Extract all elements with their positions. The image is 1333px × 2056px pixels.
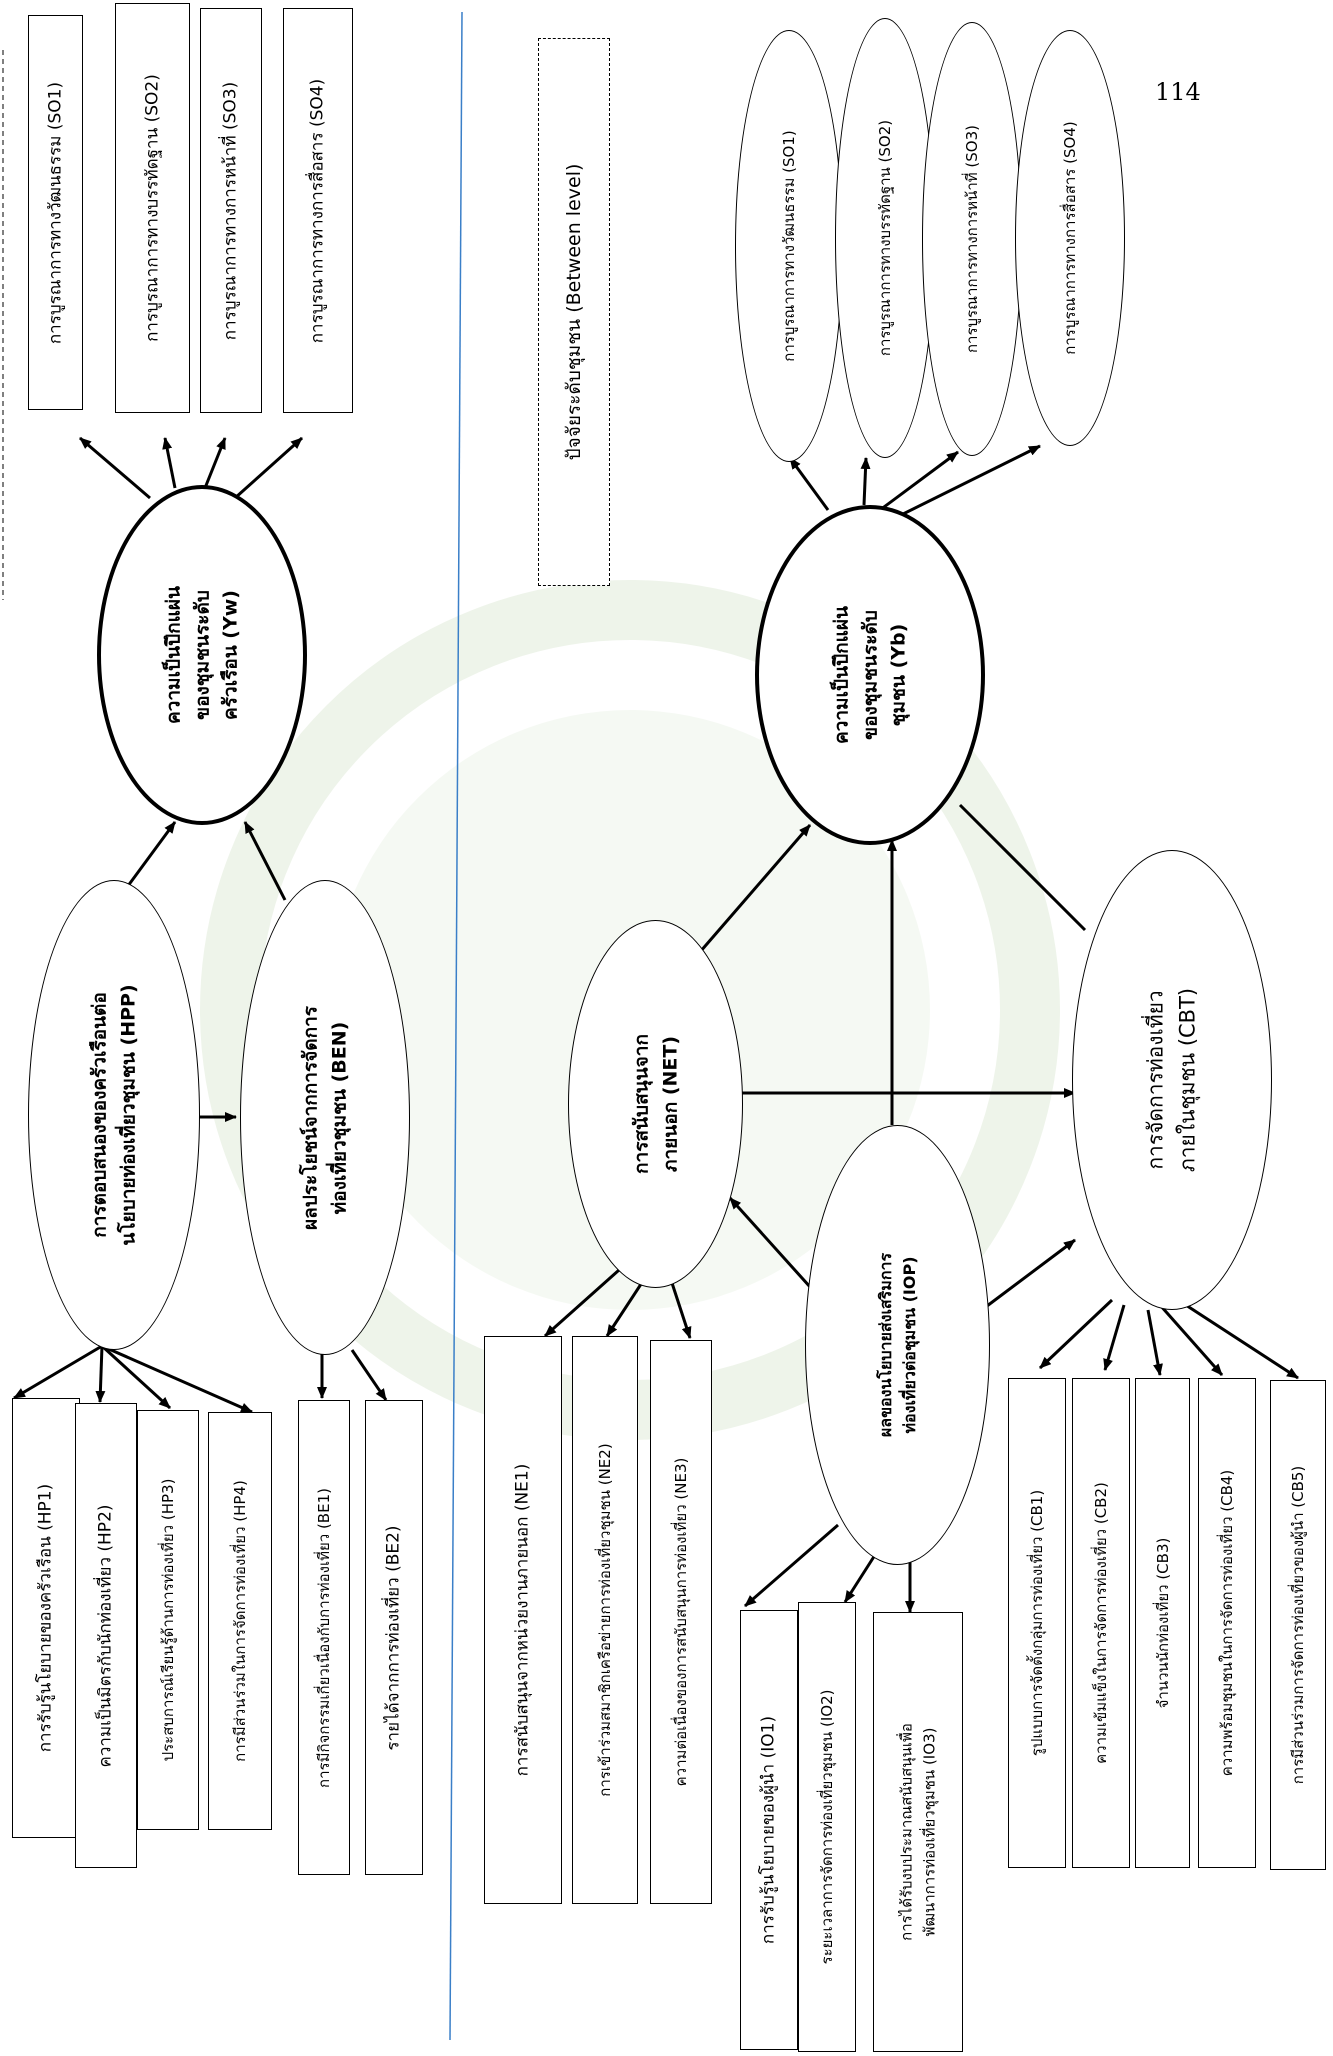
hh-so2-box: การบูรณาการทางบรรทัดฐาน (SO2) <box>115 3 190 413</box>
io3-box: การได้รับงบประมาณสนับสนุนเพื่อ พัฒนาการท… <box>873 1612 963 2052</box>
hp3-box: ประสบการณ์เรียนรู้ด้านการท่องเที่ยว (HP3… <box>137 1410 199 1830</box>
arrow-hpp-hp3 <box>100 1344 172 1410</box>
iop-ellipse: ผลของนโยบายส่งเสริมการ ท่องเที่ยวต่อชุมช… <box>805 1125 990 1565</box>
cm-so4-ellipse: การบูรณาการทางการสื่อสาร (SO4) <box>1015 30 1125 446</box>
ne3-box: ความต่อเนื่องของการสนับสนุนการท่องเที่ยว… <box>650 1340 712 1904</box>
cm-so3-label: การบูรณาการทางการหน้าที่ (SO3) <box>962 124 981 354</box>
ne2-box: การเข้าร่วมสมาชิกเครือข่ายการท่องเที่ยวช… <box>572 1336 638 1904</box>
arrow-cbt-cb1 <box>1038 1298 1114 1370</box>
arrow-cbt-cb2 <box>1103 1304 1126 1371</box>
be1-box: การมีกิจกรรมเกี่ยวเนื่องกับการท่องเที่ยว… <box>298 1400 350 1875</box>
arrow-yb-so1 <box>788 457 830 511</box>
arrow-iop-io1 <box>744 1523 839 1608</box>
iop-label: ผลของนโยบายส่งเสริมการ ท่องเที่ยวต่อชุมช… <box>875 1252 919 1438</box>
io3-label: การได้รับงบประมาณสนับสนุนเพื่อ พัฒนาการท… <box>897 1723 939 1941</box>
hp3-label: ประสบการณ์เรียนรู้ด้านการท่องเที่ยว (HP3… <box>158 1478 177 1762</box>
ne3-label: ความต่อเนื่องของการสนับสนุนการท่องเที่ยว… <box>671 1457 690 1787</box>
cm-so2-label: การบูรณาการทางบรรทัดฐาน (SO2) <box>875 119 894 357</box>
arrow-yb-so3 <box>879 450 959 512</box>
arrow-hpp-hp2 <box>95 1345 106 1403</box>
yb-ellipse: ความเป็นปึกแผ่น ของชุมชนระดับ ชุมชน (Yb) <box>755 505 985 845</box>
cb1-box: รูปแบบการจัดตั้งกลุ่มการท่องเที่ยว (CB1) <box>1008 1378 1066 1868</box>
cbt-ellipse: การจัดการท่องเที่ยว ภายในชุมชน (CBT) <box>1072 850 1272 1310</box>
between-level-title: ปัจจัยระดับชุมชน (Between level) <box>562 163 585 461</box>
arrow-cbt-cb5 <box>1174 1296 1299 1380</box>
cm-so4-label: การบูรณาการทางการสื่อสาร (SO4) <box>1060 121 1079 355</box>
yw-label: ความเป็นปึกแผ่น ของชุมชนระดับ ครัวเรือน … <box>162 585 242 725</box>
cb5-label: การมีส่วนร่วมการจัดการท่องเที่ยวของผู้นำ… <box>1288 1465 1307 1785</box>
arrow-yw-so1 <box>79 436 151 500</box>
cb2-box: ความเข้มแข็งในการจัดการท่องเที่ยว (CB2) <box>1072 1378 1130 1868</box>
io1-label: การรับรู้นโยบายของผู้นำ (IO1) <box>758 1715 779 1945</box>
arrow-yb-so4 <box>894 444 1041 520</box>
hp4-box: การมีส่วนร่วมในการจัดการท่องเที่ยว (HP4) <box>208 1412 272 1830</box>
hp4-label: การมีส่วนร่วมในการจัดการท่องเที่ยว (HP4) <box>230 1480 249 1762</box>
ne1-label: การสนับสนุนจากหน่วยงานภายนอก (NE1) <box>512 1463 533 1777</box>
hp2-box: ความเป็นมิตรกับนักท่องเที่ยว (HP2) <box>75 1403 137 1868</box>
hh-so2-label: การบูรณาการทางบรรทัดฐาน (SO2) <box>141 74 162 342</box>
cm-so1-ellipse: การบูรณาการทางวัฒนธรรม (SO1) <box>735 30 843 462</box>
arrow-cbt-cb3 <box>1146 1309 1163 1376</box>
level-divider-line <box>449 11 463 2041</box>
cb4-box: ความพร้อมชุมชนในการจัดการท่องเที่ยว (CB4… <box>1198 1378 1256 1868</box>
net-ellipse: การสนับสนุนจาก ภายนอก (NET) <box>568 920 743 1288</box>
arrow-cbt-cb4 <box>1158 1304 1224 1376</box>
ne2-label: การเข้าร่วมสมาชิกเครือข่ายการท่องเที่ยวช… <box>595 1443 614 1797</box>
hp1-label: การรับรู้นโยบายของครัวเรือน (HP1) <box>35 1483 56 1753</box>
net-label: การสนับสนุนจาก ภายนอก (NET) <box>630 1034 681 1174</box>
arrow-yw-so4 <box>233 436 304 500</box>
ben-ellipse: ผลประโยชน์จากการจัดการ ท่องเที่ยวชุมชน (… <box>240 880 410 1355</box>
cb2-label: ความเข้มแข็งในการจัดการท่องเที่ยว (CB2) <box>1091 1482 1110 1764</box>
arrow-net-ne1 <box>544 1260 629 1338</box>
cb5-box: การมีส่วนร่วมการจัดการท่องเที่ยวของผู้นำ… <box>1270 1380 1326 1870</box>
cb4-label: ความพร้อมชุมชนในการจัดการท่องเที่ยว (CB4… <box>1217 1469 1236 1777</box>
page-number: 114 <box>1155 78 1201 106</box>
cb3-box: จำนวนนักท่องเที่ยว (CB3) <box>1135 1378 1190 1868</box>
arrow-yw-so3 <box>203 437 227 489</box>
hp2-label: ความเป็นมิตรกับนักท่องเที่ยว (HP2) <box>95 1503 116 1768</box>
arrow-yb-so2 <box>860 457 871 506</box>
cm-so2-ellipse: การบูรณาการทางบรรทัดฐาน (SO2) <box>835 18 935 458</box>
arrow-yw-so2 <box>162 437 177 489</box>
be2-label: รายได้จากการท่องเที่ยว (BE2) <box>383 1524 404 1751</box>
cm-so1-label: การบูรณาการทางวัฒนธรรม (SO1) <box>779 130 798 362</box>
ne1-box: การสนับสนุนจากหน่วยงานภายนอก (NE1) <box>484 1336 562 1904</box>
hpp-ellipse: การตอบสนองของครัวเรือนต่อ นโยบายท่องเที่… <box>28 880 200 1350</box>
hh-so4-box: การบูรณาการทางการสื่อสาร (SO4) <box>283 8 353 413</box>
arrow-ben-be2 <box>350 1349 388 1401</box>
arrow-net-yb <box>698 824 812 953</box>
cm-so3-ellipse: การบูรณาการทางการหน้าที่ (SO3) <box>922 22 1022 456</box>
hh-so3-box: การบูรณาการทางการหน้าที่ (SO3) <box>200 8 262 413</box>
arrow-iop-io2 <box>843 1554 877 1603</box>
hpp-label: การตอบสนองของครัวเรือนต่อ นโยบายท่องเที่… <box>88 984 140 1246</box>
hh-so4-label: การบูรณาการทางการสื่อสาร (SO4) <box>307 78 328 343</box>
arrow-cbt-yb <box>958 803 1087 932</box>
arrow-hpp-hp4 <box>101 1344 253 1414</box>
arrow-net-ne2 <box>605 1277 647 1337</box>
arrow-net-ne3 <box>670 1282 692 1339</box>
cb1-label: รูปแบบการจัดตั้งกลุ่มการท่องเที่ยว (CB1) <box>1027 1489 1046 1757</box>
io1-box: การรับรู้นโยบายของผู้นำ (IO1) <box>740 1610 798 2050</box>
io2-box: ระยะเวลาการจัดการท่องเที่ยวชุมชน (IO2) <box>798 1602 856 2052</box>
cbt-label: การจัดการท่องเที่ยว ภายในชุมชน (CBT) <box>1143 987 1200 1173</box>
hp1-box: การรับรู้นโยบายของครัวเรือน (HP1) <box>12 1398 80 1838</box>
hh-so1-box: การบูรณาการทางวัฒนธรรม (SO1) <box>28 15 83 410</box>
yb-label: ความเป็นปึกแผ่น ของชุมชนระดับ ชุมชน (Yb) <box>830 605 910 745</box>
hh-so1-label: การบูรณาการทางวัฒนธรรม (SO1) <box>44 81 65 344</box>
arrow-hpp-hp1 <box>13 1344 103 1400</box>
between-level-title-box: ปัจจัยระดับชุมชน (Between level) <box>538 38 610 586</box>
ben-label: ผลประโยชน์จากการจัดการ ท่องเที่ยวชุมชน (… <box>299 1005 351 1230</box>
be2-box: รายได้จากการท่องเที่ยว (BE2) <box>365 1400 423 1875</box>
arrow-iop-cbt <box>974 1238 1076 1317</box>
arrow-ben-yw <box>243 821 287 901</box>
hh-so3-label: การบูรณาการทางการหน้าที่ (SO3) <box>220 81 241 340</box>
io2-label: ระยะเวลาการจัดการท่องเที่ยวชุมชน (IO2) <box>817 1689 836 1965</box>
be1-label: การมีกิจกรรมเกี่ยวเนื่องกับการท่องเที่ยว… <box>314 1487 333 1788</box>
cb3-label: จำนวนนักท่องเที่ยว (CB3) <box>1153 1537 1172 1709</box>
arrow-hpp-yw <box>123 821 177 891</box>
yw-ellipse: ความเป็นปึกแผ่น ของชุมชนระดับ ครัวเรือน … <box>97 485 307 825</box>
